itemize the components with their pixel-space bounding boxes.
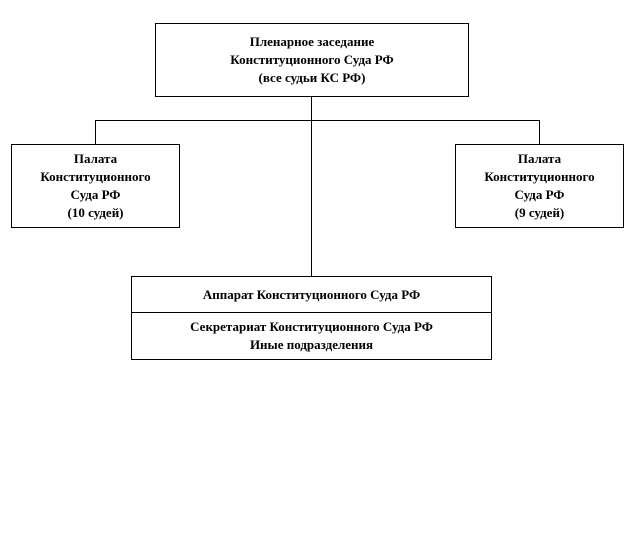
- plenary-line-3: (все судьи КС РФ): [258, 70, 366, 85]
- chamber-right-line-3: Суда РФ: [514, 187, 565, 202]
- plenary-session-box: Пленарное заседание Конституционного Суд…: [155, 23, 469, 97]
- connector-right-chamber: [539, 120, 540, 144]
- apparatus-box: Аппарат Конституционного Суда РФ Секрета…: [131, 276, 492, 360]
- chamber-right-line-4: (9 судей): [514, 205, 565, 220]
- chamber-right-line-2: Конституционного: [484, 169, 595, 184]
- apparatus-title: Аппарат Конституционного Суда РФ: [202, 286, 421, 302]
- connector-left-chamber: [95, 120, 96, 144]
- chamber-right-box: Палата Конституционного Суда РФ (9 судей…: [455, 144, 624, 228]
- chamber-left-line-4: (10 судей): [67, 205, 124, 220]
- apparatus-item-other: Иные подразделения: [249, 337, 374, 352]
- apparatus-item-secretariat: Секретариат Конституционного Суда РФ: [190, 319, 433, 334]
- apparatus-header: Аппарат Конституционного Суда РФ: [132, 277, 491, 313]
- connector-horizontal: [95, 120, 540, 121]
- chamber-left-box: Палата Конституционного Суда РФ (10 суде…: [11, 144, 180, 228]
- chamber-right-line-1: Палата: [517, 151, 562, 166]
- connector-plenary-down: [311, 97, 312, 276]
- chamber-left-line-3: Суда РФ: [70, 187, 121, 202]
- plenary-line-1: Пленарное заседание: [249, 34, 375, 49]
- plenary-line-2: Конституционного Суда РФ: [230, 52, 394, 67]
- chamber-left-line-1: Палата: [73, 151, 118, 166]
- chamber-left-line-2: Конституционного: [40, 169, 151, 184]
- apparatus-body: Секретариат Конституционного Суда РФ Ины…: [132, 313, 491, 359]
